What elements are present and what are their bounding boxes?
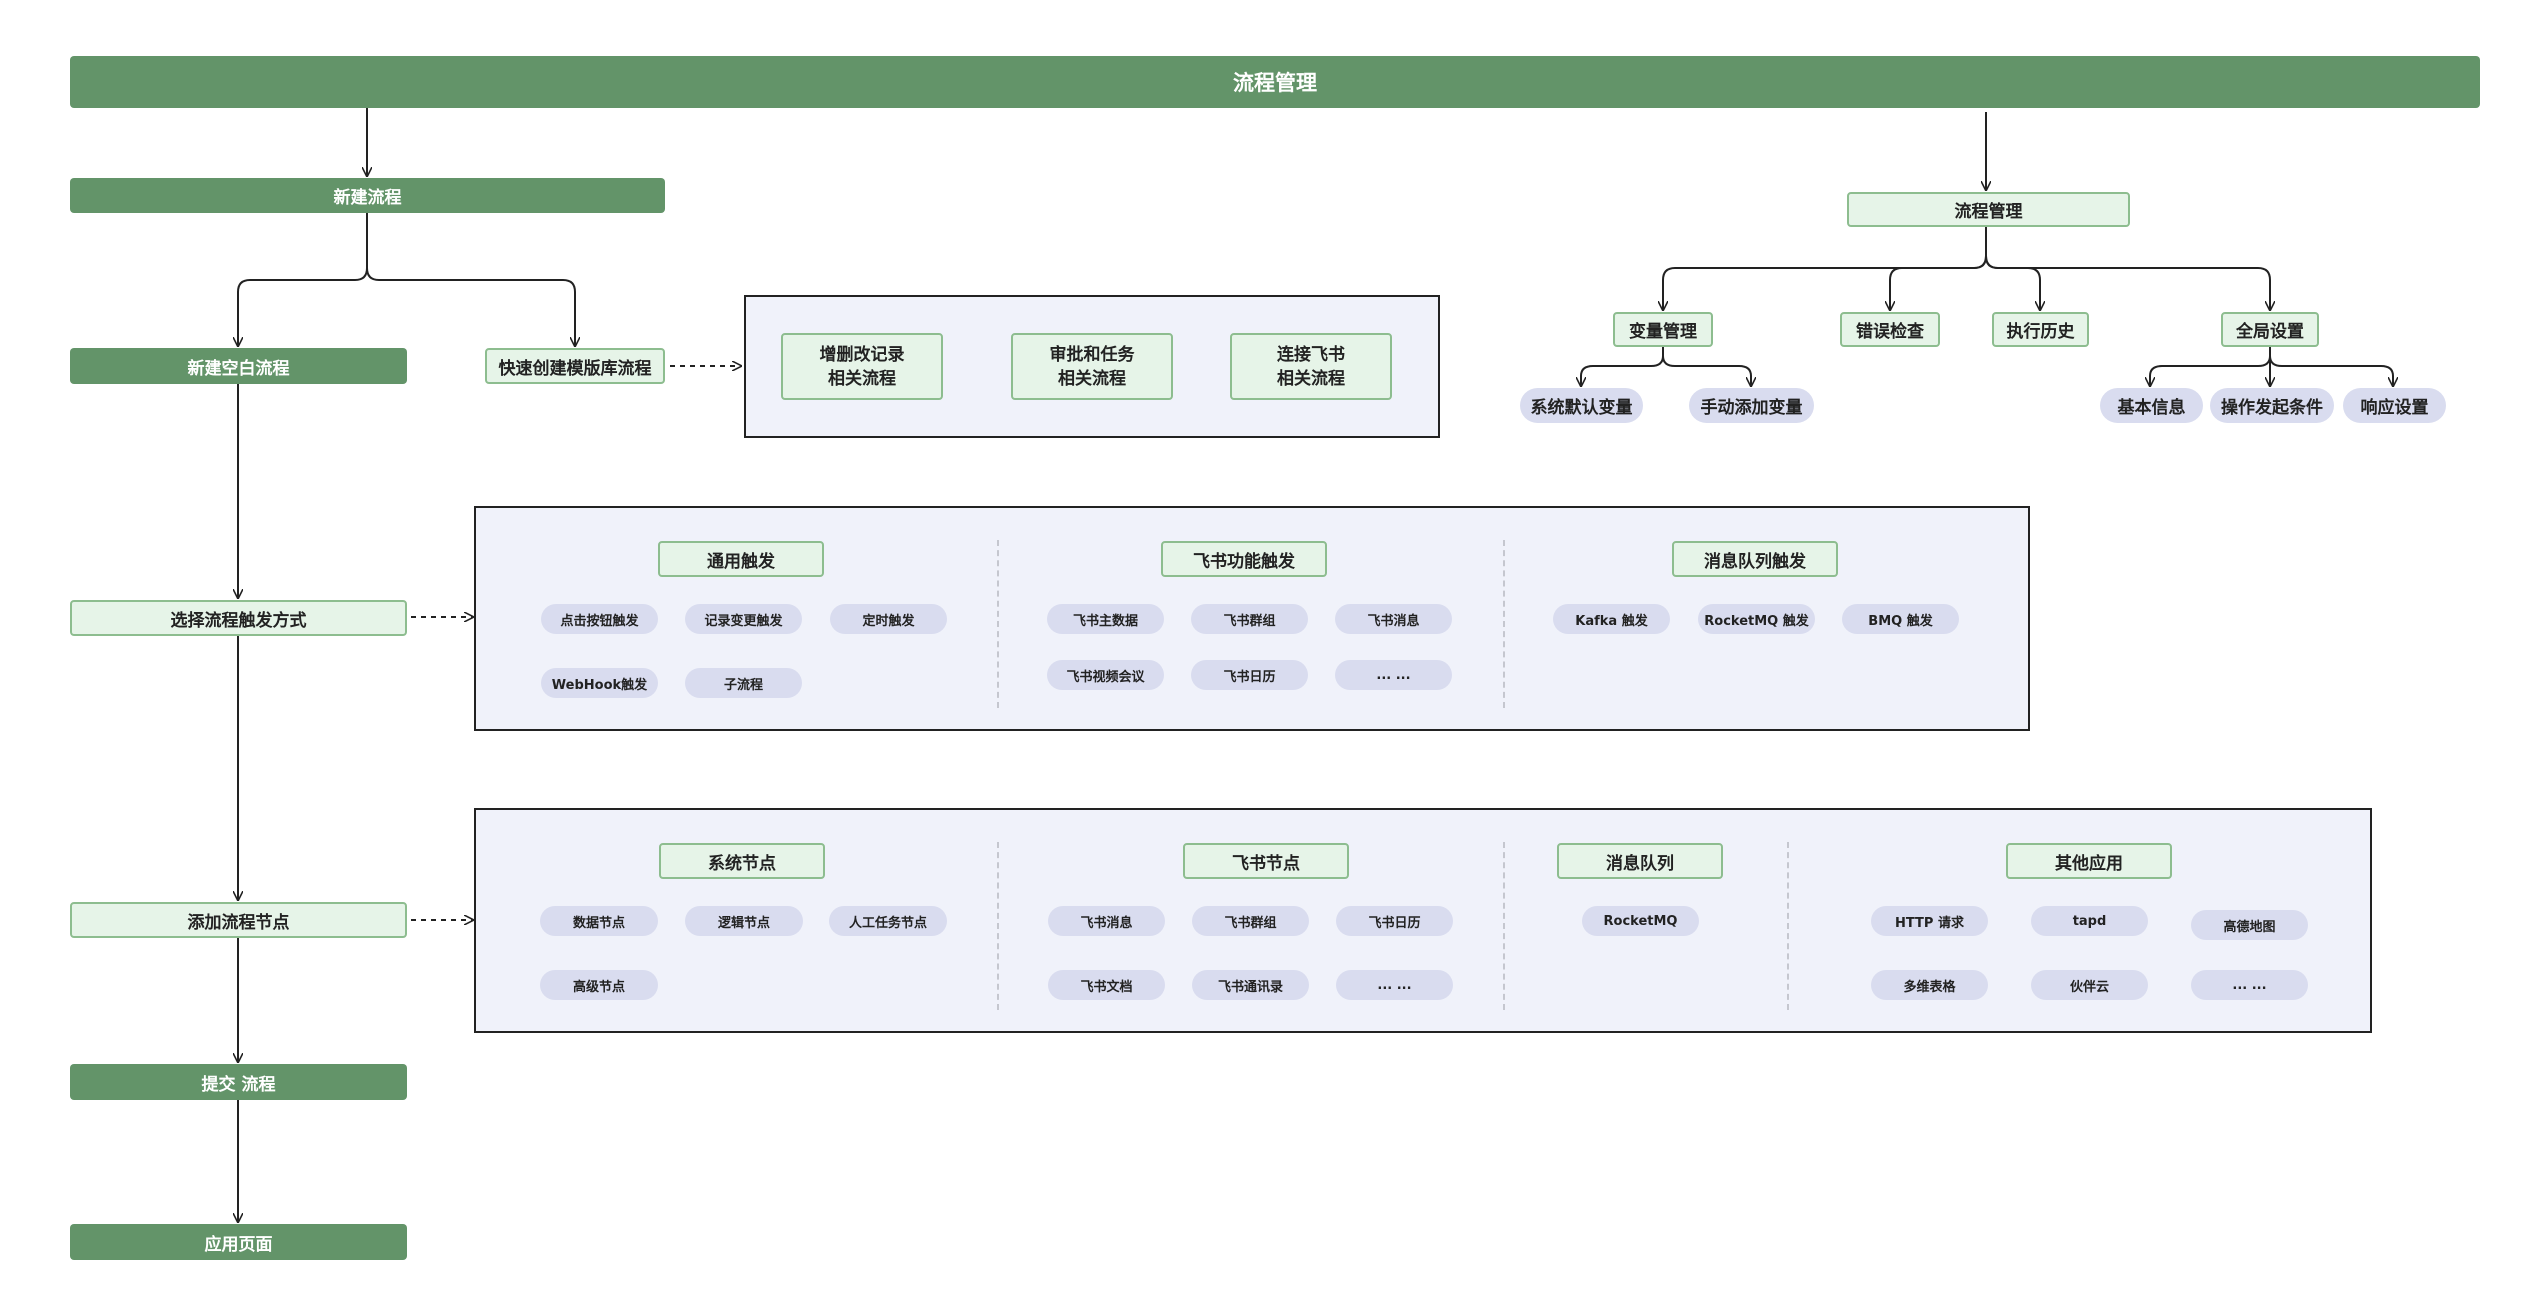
system-node-header: 系统节点 xyxy=(659,843,825,879)
node-divider-3 xyxy=(1787,842,1789,1010)
trigger-record-change[interactable]: 记录变更触发 xyxy=(685,604,802,634)
variable-manage-node[interactable]: 变量管理 xyxy=(1613,312,1713,347)
line-new-flow-branch xyxy=(238,213,368,346)
blank-flow-node[interactable]: 新建空白流程 xyxy=(70,348,407,384)
general-trigger-header: 通用触发 xyxy=(658,541,824,577)
line-variable-children-right xyxy=(1662,355,1751,386)
trigger-feishu-master-data[interactable]: 飞书主数据 xyxy=(1047,604,1164,634)
trigger-feishu-video-meeting[interactable]: 飞书视频会议 xyxy=(1047,660,1164,690)
template-card-approval[interactable]: 审批和任务 相关流程 xyxy=(1011,333,1173,400)
node-divider-2 xyxy=(1503,842,1505,1010)
line-variable-children-left xyxy=(1581,347,1664,386)
node-bitable[interactable]: 多维表格 xyxy=(1871,970,1988,1000)
trigger-feishu-group[interactable]: 飞书群组 xyxy=(1191,604,1308,634)
node-manual-task[interactable]: 人工任务节点 xyxy=(829,906,947,936)
template-card-feishu[interactable]: 连接飞书 相关流程 xyxy=(1230,333,1392,400)
system-variable-pill[interactable]: 系统默认变量 xyxy=(1520,388,1643,423)
node-divider-1 xyxy=(997,842,999,1010)
trigger-bmq[interactable]: BMQ 触发 xyxy=(1842,604,1959,634)
global-settings-node[interactable]: 全局设置 xyxy=(2221,312,2319,347)
manage-node[interactable]: 流程管理 xyxy=(1847,192,2130,227)
node-http-request[interactable]: HTTP 请求 xyxy=(1871,906,1988,936)
response-settings-pill[interactable]: 响应设置 xyxy=(2343,388,2446,423)
template-card-crud[interactable]: 增删改记录 相关流程 xyxy=(781,333,943,400)
node-other-more[interactable]: ... ... xyxy=(2191,970,2308,1000)
error-check-node[interactable]: 错误检查 xyxy=(1840,312,1940,347)
select-trigger-node[interactable]: 选择流程触发方式 xyxy=(70,600,407,636)
line-manage-to-global xyxy=(1985,255,2270,310)
node-feishu-message[interactable]: 飞书消息 xyxy=(1048,906,1165,936)
node-feishu-more[interactable]: ... ... xyxy=(1336,970,1453,1000)
template-flow-node[interactable]: 快速创建模版库流程 xyxy=(485,348,665,384)
node-feishu-group[interactable]: 飞书群组 xyxy=(1192,906,1309,936)
trigger-timer[interactable]: 定时触发 xyxy=(830,604,947,634)
feishu-trigger-header: 飞书功能触发 xyxy=(1161,541,1327,577)
line-manage-to-error xyxy=(1890,255,1987,310)
new-flow-node[interactable]: 新建流程 xyxy=(70,178,665,213)
trigger-divider-2 xyxy=(1503,540,1505,708)
line-global-children-right xyxy=(2269,355,2393,386)
manual-variable-pill[interactable]: 手动添加变量 xyxy=(1689,388,1814,423)
submit-node[interactable]: 提交 流程 xyxy=(70,1064,407,1100)
node-amap[interactable]: 高德地图 xyxy=(2191,910,2308,940)
node-data[interactable]: 数据节点 xyxy=(540,906,658,936)
trigger-webhook[interactable]: WebHook触发 xyxy=(541,668,658,698)
node-huobanyun[interactable]: 伙伴云 xyxy=(2031,970,2148,1000)
node-rocketmq[interactable]: RocketMQ xyxy=(1582,906,1699,936)
line-new-flow-to-template xyxy=(366,267,575,346)
node-feishu-calendar[interactable]: 飞书日历 xyxy=(1336,906,1453,936)
trigger-kafka[interactable]: Kafka 触发 xyxy=(1553,604,1670,634)
app-page-node[interactable]: 应用页面 xyxy=(70,1224,407,1260)
trigger-rocketmq[interactable]: RocketMQ 触发 xyxy=(1698,604,1815,634)
node-feishu-contacts[interactable]: 飞书通讯录 xyxy=(1192,970,1309,1000)
trigger-condition-pill[interactable]: 操作发起条件 xyxy=(2210,388,2334,423)
trigger-feishu-message[interactable]: 飞书消息 xyxy=(1335,604,1452,634)
trigger-click-button[interactable]: 点击按钮触发 xyxy=(541,604,658,634)
line-global-children-left xyxy=(2150,347,2271,386)
node-advanced[interactable]: 高级节点 xyxy=(540,970,658,1000)
node-tapd[interactable]: tapd xyxy=(2031,906,2148,936)
trigger-feishu-calendar[interactable]: 飞书日历 xyxy=(1191,660,1308,690)
basic-info-pill[interactable]: 基本信息 xyxy=(2100,388,2203,423)
title-bar: 流程管理 xyxy=(70,56,2480,108)
trigger-feishu-more[interactable]: ... ... xyxy=(1335,660,1452,690)
trigger-divider-1 xyxy=(997,540,999,708)
line-manage-to-history xyxy=(1985,255,2040,310)
mq-trigger-header: 消息队列触发 xyxy=(1672,541,1838,577)
history-node[interactable]: 执行历史 xyxy=(1992,312,2089,347)
feishu-node-header: 飞书节点 xyxy=(1183,843,1349,879)
trigger-subflow[interactable]: 子流程 xyxy=(685,668,802,698)
node-logic[interactable]: 逻辑节点 xyxy=(685,906,803,936)
mq-node-header: 消息队列 xyxy=(1557,843,1723,879)
add-node-node[interactable]: 添加流程节点 xyxy=(70,902,407,938)
other-apps-header: 其他应用 xyxy=(2006,843,2172,879)
node-feishu-doc[interactable]: 飞书文档 xyxy=(1048,970,1165,1000)
